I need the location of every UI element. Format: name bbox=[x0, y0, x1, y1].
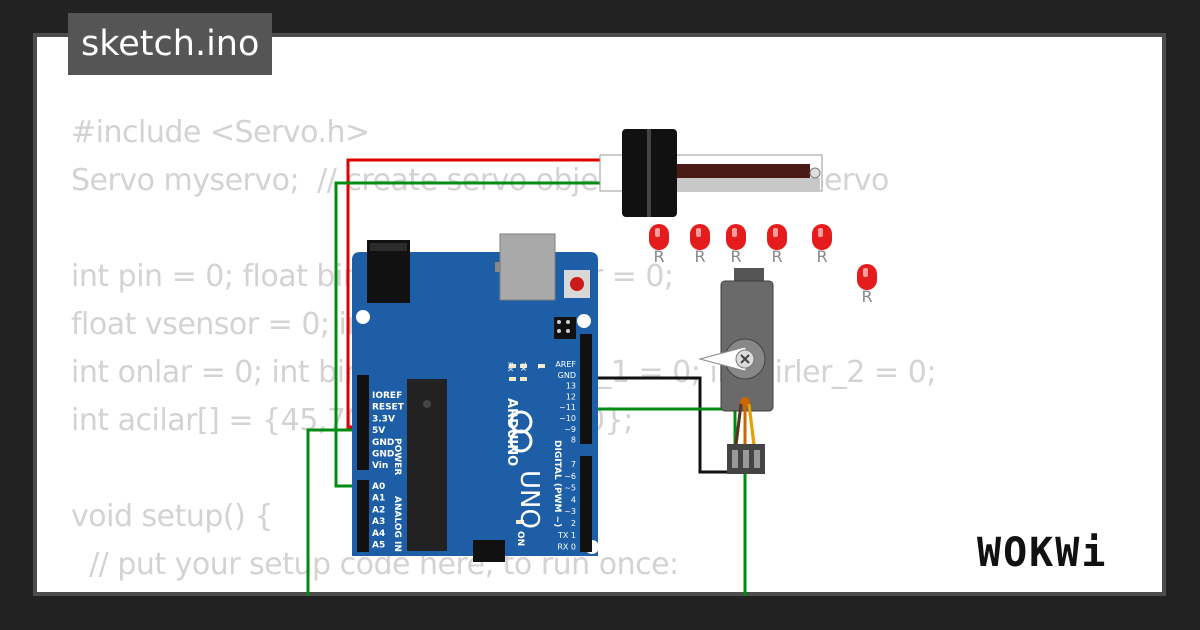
l-label: L bbox=[536, 365, 544, 369]
pin-label: RESET bbox=[372, 403, 405, 413]
servo-motor[interactable] bbox=[698, 268, 774, 474]
green-wire-11 bbox=[580, 407, 737, 462]
green-wire-5v bbox=[306, 428, 364, 596]
file-tab[interactable]: sketch.ino bbox=[68, 13, 273, 75]
code-line: void setup() { bbox=[71, 499, 273, 534]
led-4[interactable]: R bbox=[767, 224, 787, 266]
pin-label: TX 1 bbox=[557, 531, 576, 540]
digital-header-bottom[interactable] bbox=[580, 456, 592, 552]
led-5[interactable]: R bbox=[812, 224, 832, 266]
pin-label: A0 bbox=[372, 482, 385, 492]
black-wire bbox=[580, 376, 737, 474]
pin-label: ~5 bbox=[564, 484, 576, 493]
pin-label: A4 bbox=[372, 529, 385, 539]
arduino-logo bbox=[509, 410, 533, 453]
led-3[interactable]: R bbox=[726, 224, 746, 266]
editor-card: #include <Servo.h>Servo myservo; // crea… bbox=[33, 33, 1166, 596]
pin-label: 8 bbox=[571, 436, 576, 445]
pin-label: 3.3V bbox=[372, 414, 395, 424]
board-on-label: ON bbox=[515, 531, 525, 546]
wokwi-logo[interactable]: WOKWi bbox=[975, 522, 1155, 582]
power-section-label: POWER bbox=[392, 438, 402, 475]
led-array: R R R R R bbox=[649, 224, 877, 306]
tx-label: TX bbox=[519, 361, 527, 371]
pin-label: A3 bbox=[372, 517, 385, 527]
pin-label: 12 bbox=[566, 392, 576, 401]
pin-label: AREF bbox=[555, 360, 576, 369]
slide-potentiometer[interactable] bbox=[599, 129, 823, 217]
usb-port bbox=[499, 233, 556, 301]
digital-section-label: DIGITAL (PWM ~) bbox=[552, 440, 562, 527]
pin-label: Vin bbox=[372, 461, 388, 471]
green-wire-a0 bbox=[334, 181, 614, 488]
pin-label: 7 bbox=[571, 460, 576, 469]
code-line: #include <Servo.h> bbox=[71, 115, 370, 150]
svg-text:R: R bbox=[694, 247, 705, 266]
rx-label: RX bbox=[506, 362, 514, 372]
led-2[interactable]: R bbox=[690, 224, 710, 266]
reset-button[interactable] bbox=[564, 270, 590, 298]
wires bbox=[306, 158, 747, 596]
code-line: // put your setup code here, to run once… bbox=[71, 547, 679, 582]
pin-label: A1 bbox=[372, 494, 385, 504]
svg-text:R: R bbox=[730, 247, 741, 266]
arduino-uno-board[interactable]: ARDUINO UNO ON POWER ANALOG IN DIGITAL (… bbox=[352, 233, 599, 562]
pin-label: ~10 bbox=[559, 414, 576, 423]
power-header[interactable] bbox=[357, 375, 369, 470]
simulation-canvas: R R R R R bbox=[306, 129, 877, 596]
analog-section-label: ANALOG IN bbox=[392, 496, 402, 552]
pin-label: A2 bbox=[372, 505, 385, 515]
board-model-label: UNO bbox=[514, 470, 544, 529]
svg-text:R: R bbox=[861, 287, 872, 306]
pin-label: GND bbox=[372, 438, 394, 448]
pin-label: ~6 bbox=[564, 472, 576, 481]
digital-header-top[interactable] bbox=[580, 334, 592, 444]
svg-text:R: R bbox=[816, 247, 827, 266]
analog-header[interactable] bbox=[357, 480, 369, 552]
pin-label: GND bbox=[372, 450, 394, 460]
pin-label: GND bbox=[558, 371, 576, 380]
pin-label: ~9 bbox=[564, 425, 576, 434]
pin-label: A5 bbox=[372, 541, 385, 551]
pin-label: 4 bbox=[571, 495, 576, 504]
pin-label: 2 bbox=[571, 519, 576, 528]
svg-text:R: R bbox=[771, 247, 782, 266]
led-1[interactable]: R bbox=[649, 224, 669, 266]
led-6[interactable]: R bbox=[857, 264, 877, 306]
pin-label: ~11 bbox=[559, 403, 576, 412]
pin-label: 5V bbox=[372, 426, 385, 436]
pin-label: IOREF bbox=[372, 391, 402, 401]
svg-text:WOKWi: WOKWi bbox=[977, 530, 1107, 576]
pin-label: ~3 bbox=[564, 507, 576, 516]
pin-label: RX 0 bbox=[557, 543, 576, 552]
svg-text:R: R bbox=[653, 247, 664, 266]
pin-label: 13 bbox=[566, 382, 576, 391]
